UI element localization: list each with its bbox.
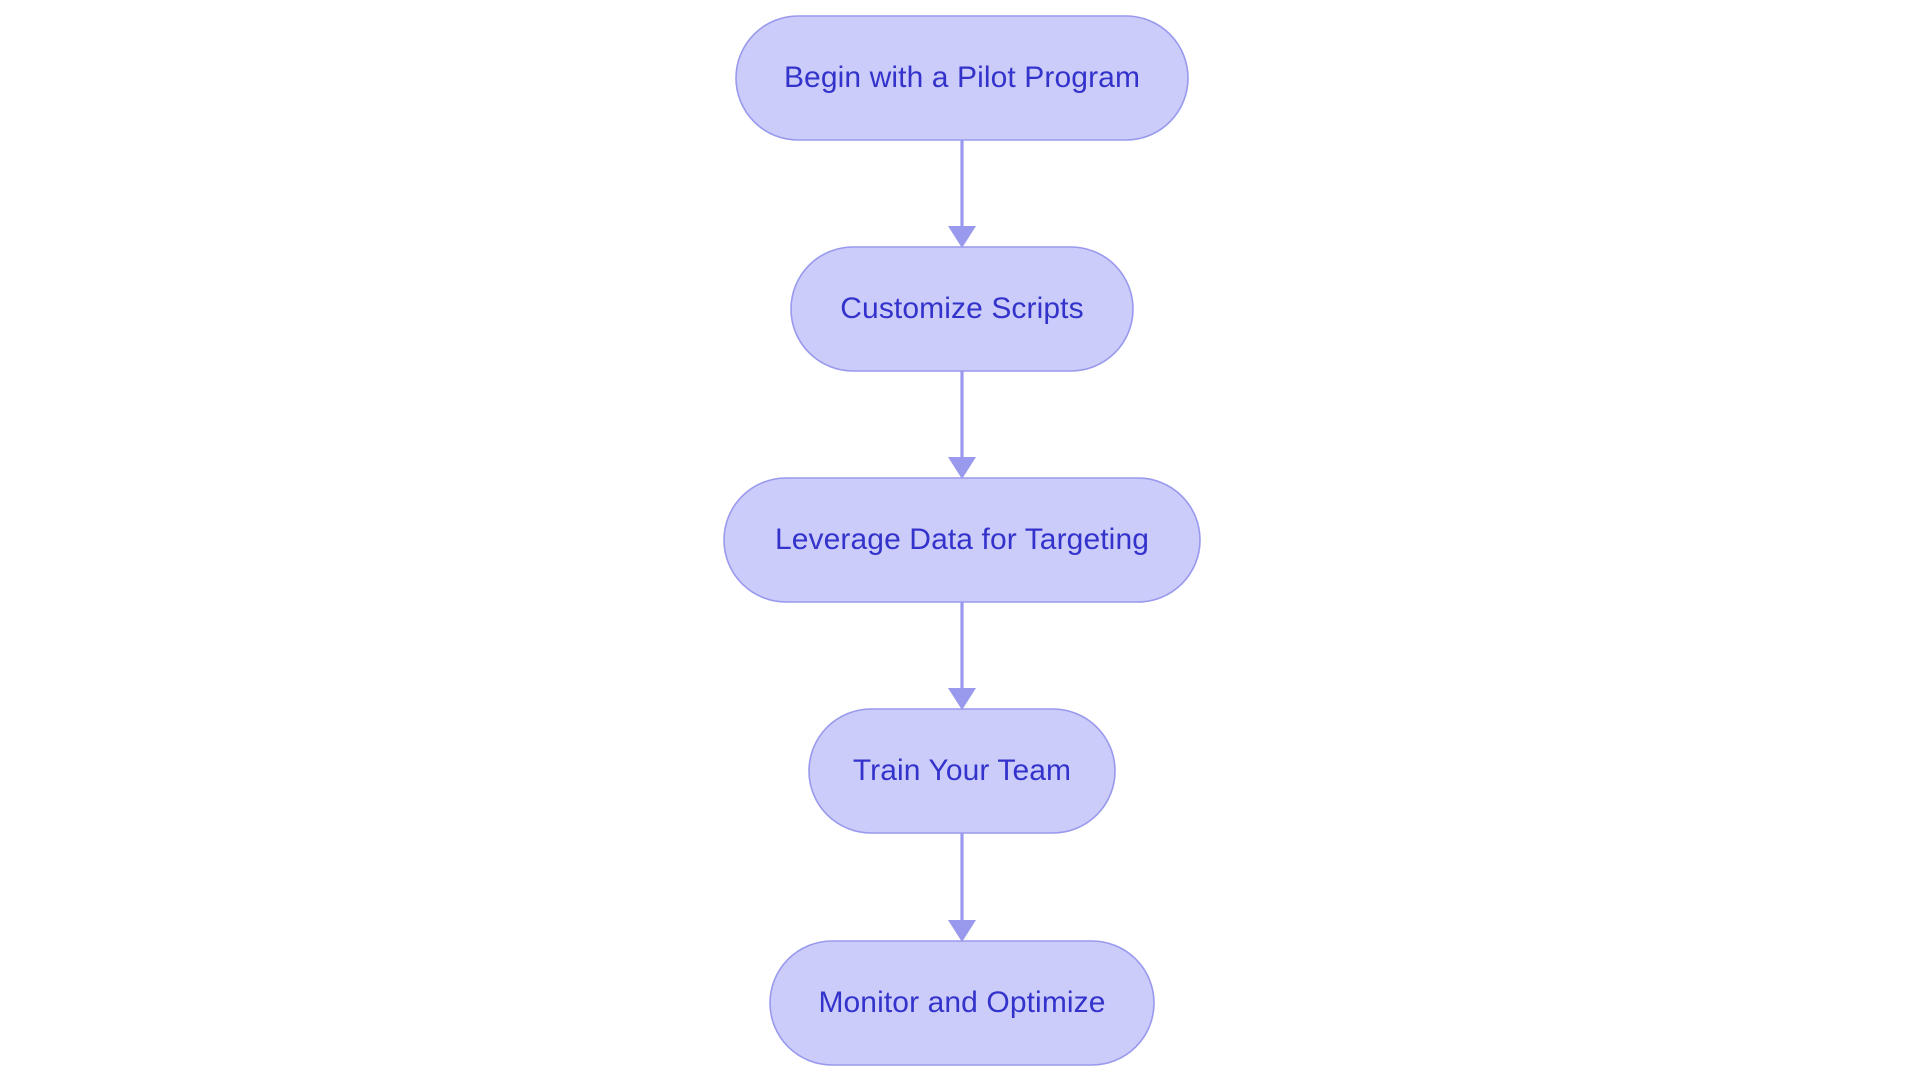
flow-node-monitor-and-optimize[interactable]: Monitor and Optimize: [769, 940, 1155, 1066]
flow-node-train-your-team[interactable]: Train Your Team: [808, 708, 1116, 834]
node-shape[interactable]: [723, 477, 1201, 603]
node-shape[interactable]: [735, 15, 1189, 141]
arrowhead-icon: [948, 226, 976, 248]
node-shape[interactable]: [808, 708, 1116, 834]
flow-node-customize-scripts[interactable]: Customize Scripts: [790, 246, 1134, 372]
node-label: Customize Scripts: [840, 292, 1083, 325]
arrowhead-icon: [948, 920, 976, 942]
flow-node-leverage-data-for-targeting[interactable]: Leverage Data for Targeting: [723, 477, 1201, 603]
node-shape[interactable]: [790, 246, 1134, 372]
edge-n1-n2: [948, 140, 976, 248]
flow-node-begin-with-a-pilot-program[interactable]: Begin with a Pilot Program: [735, 15, 1189, 141]
edge-n4-n5: [948, 833, 976, 942]
edge-n3-n4: [948, 602, 976, 710]
arrowhead-icon: [948, 457, 976, 479]
node-label: Train Your Team: [853, 754, 1071, 787]
node-label: Begin with a Pilot Program: [784, 61, 1140, 94]
node-shape[interactable]: [769, 940, 1155, 1066]
node-label: Leverage Data for Targeting: [775, 523, 1149, 556]
edge-n2-n3: [948, 371, 976, 479]
node-label: Monitor and Optimize: [818, 986, 1105, 1019]
edge-group: [948, 140, 976, 942]
node-group: Begin with a Pilot Program Customize Scr…: [723, 15, 1201, 1066]
arrowhead-icon: [948, 688, 976, 710]
